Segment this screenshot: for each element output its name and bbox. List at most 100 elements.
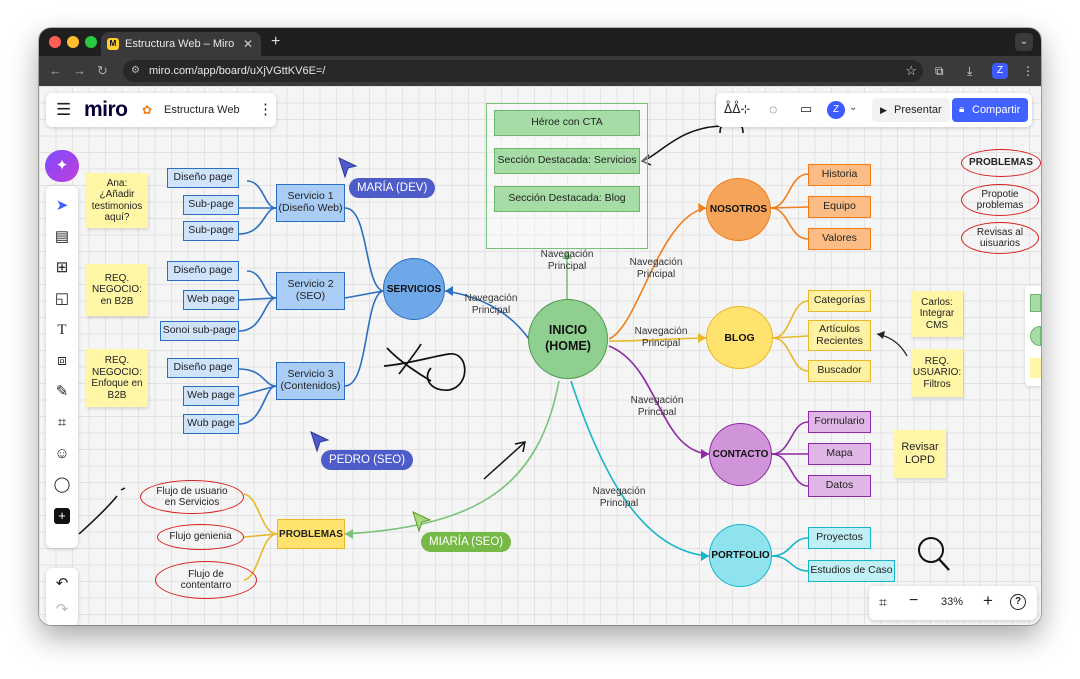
blog-child[interactable]: Buscador: [808, 360, 871, 382]
avatar-dropdown-icon[interactable]: ⌄: [849, 102, 858, 113]
tab-search-button[interactable]: ⌄: [1015, 33, 1033, 51]
problemas-item[interactable]: Propotie problemas: [961, 184, 1039, 216]
fit-to-screen-icon[interactable]: ⌗: [879, 594, 887, 610]
close-window-button[interactable]: [49, 36, 61, 48]
browser-menu-icon[interactable]: ⋮: [1022, 64, 1034, 78]
board-name[interactable]: Estructura Web: [164, 104, 240, 116]
problemas-node[interactable]: PROBLEMAS: [277, 519, 345, 549]
browser-tab[interactable]: M Estructura Web – Miro ✕: [101, 32, 261, 56]
address-bar: ← → ↻ ⚙ miro.com/app/board/uXjVGttKV6E=/…: [39, 56, 1041, 86]
page-node[interactable]: Web page: [183, 386, 239, 406]
reactions-icon[interactable]: ᐂᐂ⊹: [724, 102, 751, 116]
help-icon[interactable]: ?: [1010, 594, 1026, 610]
sticky-note[interactable]: Revisar LOPD: [894, 430, 946, 478]
browser-window: M Estructura Web – Miro ✕ + ⌄ ← → ↻ ⚙ mi…: [39, 28, 1041, 625]
site-settings-icon[interactable]: ⚙: [131, 65, 140, 76]
tools-toolbar: ➤ ▤ ⊞ ◱ T ⧈ ✎ ⌗ ☺ ◯ +: [46, 186, 78, 548]
chat-icon[interactable]: ◌: [769, 101, 778, 117]
contacto-child[interactable]: Mapa: [808, 443, 871, 465]
main-menu-icon[interactable]: ☰: [56, 100, 72, 119]
new-tab-button[interactable]: +: [271, 33, 281, 50]
home-node[interactable]: INICIO (HOME): [528, 299, 608, 379]
sticky-note[interactable]: REQ. USUARIO: Filtros: [911, 349, 963, 397]
minimize-window-button[interactable]: [67, 36, 79, 48]
section-hero[interactable]: Héroe con CTA: [494, 110, 640, 136]
add-icon[interactable]: +: [54, 508, 70, 524]
select-icon[interactable]: ➤: [55, 197, 69, 214]
table-icon[interactable]: ⊞: [55, 259, 69, 276]
portfolio-node[interactable]: PORTFOLIO: [709, 524, 772, 587]
page-node[interactable]: Sonoi sub-page: [160, 321, 239, 341]
url-field[interactable]: ⚙ miro.com/app/board/uXjVGttKV6E=/ ☆: [123, 60, 923, 82]
emoji-icon[interactable]: ☺: [54, 445, 70, 462]
problem-item[interactable]: Flujo genienia: [157, 524, 244, 550]
contacto-node[interactable]: CONTACTO: [709, 423, 772, 486]
comment-icon[interactable]: ◯: [53, 476, 71, 493]
present-button[interactable]: ▶ Presentar: [872, 98, 950, 122]
problem-item[interactable]: Flujo de contentarro: [155, 561, 257, 599]
text-icon[interactable]: T: [57, 322, 67, 338]
zoom-in-icon[interactable]: +: [983, 591, 993, 610]
contacto-child[interactable]: Formulario: [808, 411, 871, 433]
contacto-child[interactable]: Datos: [808, 475, 871, 497]
video-call-icon[interactable]: ▭: [800, 101, 813, 116]
page-node[interactable]: Diseño page: [167, 261, 239, 281]
profile-extension-icon[interactable]: Z: [992, 63, 1008, 79]
problem-item[interactable]: Flujo de usuario en Servicios: [140, 480, 244, 514]
sticky-note[interactable]: REQ. NEGOCIO: en B2B: [86, 264, 148, 316]
page-node[interactable]: Sub-page: [183, 221, 239, 241]
nosotros-child[interactable]: Historia: [808, 164, 871, 186]
section-featured-services[interactable]: Sección Destacada: Servicios: [494, 148, 640, 174]
redo-icon[interactable]: ↷: [55, 601, 69, 618]
sticky-note[interactable]: REQ. NEGOCIO: Enfoque en B2B: [86, 349, 148, 407]
servicio-3-node[interactable]: Servicio 3 (Contenidos): [276, 362, 345, 400]
sticky-note[interactable]: Ana: ¿Añadir testimonios aquí?: [86, 173, 148, 228]
partial-node: [1030, 294, 1041, 312]
share-button[interactable]: 🔒︎ Compartir: [952, 98, 1028, 122]
blog-child[interactable]: Categorías: [808, 290, 871, 312]
portfolio-child[interactable]: Proyectos: [808, 527, 871, 549]
page-node[interactable]: Web page: [183, 290, 239, 310]
zoom-out-icon[interactable]: −: [909, 592, 919, 609]
reload-icon[interactable]: ↻: [97, 63, 108, 78]
nosotros-node[interactable]: NOSOTROS: [706, 178, 771, 241]
page-node[interactable]: Diseño page: [167, 168, 239, 188]
sticky-note-icon[interactable]: ◱: [54, 290, 70, 307]
servicio-1-node[interactable]: Servicio 1 (Diseño Web): [276, 184, 345, 222]
undo-icon[interactable]: ↶: [55, 575, 69, 592]
page-node[interactable]: Sub-page: [183, 195, 239, 215]
blog-child[interactable]: Artículos Recientes: [808, 320, 871, 351]
sticky-note[interactable]: Carlos: Integrar CMS: [911, 291, 963, 337]
page-node[interactable]: Wub page: [183, 414, 239, 434]
close-tab-icon[interactable]: ✕: [242, 37, 253, 51]
edge-label-contacto: Navegación Principal: [630, 395, 684, 418]
servicios-node[interactable]: SERVICIOS: [383, 258, 445, 320]
maximize-window-button[interactable]: [85, 36, 97, 48]
servicio-2-node[interactable]: Servicio 2 (SEO): [276, 272, 345, 310]
nosotros-child[interactable]: Equipo: [808, 196, 871, 218]
portfolio-child[interactable]: Estudios de Caso: [808, 560, 895, 582]
extensions-icon[interactable]: ⧉: [935, 64, 944, 78]
pen-icon[interactable]: ✎: [55, 383, 69, 400]
user-avatar[interactable]: Z: [827, 101, 845, 119]
ai-button[interactable]: ✦: [45, 150, 79, 182]
problemas-item[interactable]: Revisas al uisuarios: [961, 222, 1039, 254]
section-featured-blog[interactable]: Sección Destacada: Blog: [494, 186, 640, 212]
cursor-label: MARÍA (DEV): [349, 178, 436, 198]
miro-board-canvas[interactable]: ☰ miro ✿ Estructura Web ⋮ ᐂᐂ⊹ ◌ ▭ Z ⌄ ▶ …: [39, 86, 1041, 625]
zoom-level[interactable]: 33%: [940, 596, 964, 608]
blog-node[interactable]: BLOG: [706, 306, 773, 369]
frame-icon[interactable]: ⌗: [57, 414, 67, 431]
bookmark-star-icon[interactable]: ☆: [905, 63, 917, 78]
back-icon[interactable]: ←: [49, 63, 62, 78]
forward-icon[interactable]: →: [73, 63, 86, 78]
problemas-title[interactable]: PROBLEMAS: [961, 149, 1041, 177]
page-node[interactable]: Diseño page: [167, 358, 239, 378]
text-frame-icon[interactable]: ▤: [54, 228, 70, 245]
partial-frame-right[interactable]: [1025, 286, 1041, 386]
shapes-icon[interactable]: ⧈: [57, 352, 67, 369]
nosotros-child[interactable]: Valores: [808, 228, 871, 250]
download-icon[interactable]: ⤓: [967, 64, 973, 78]
board-options-icon[interactable]: ⋮: [258, 101, 273, 118]
miro-logo[interactable]: miro: [84, 98, 128, 121]
